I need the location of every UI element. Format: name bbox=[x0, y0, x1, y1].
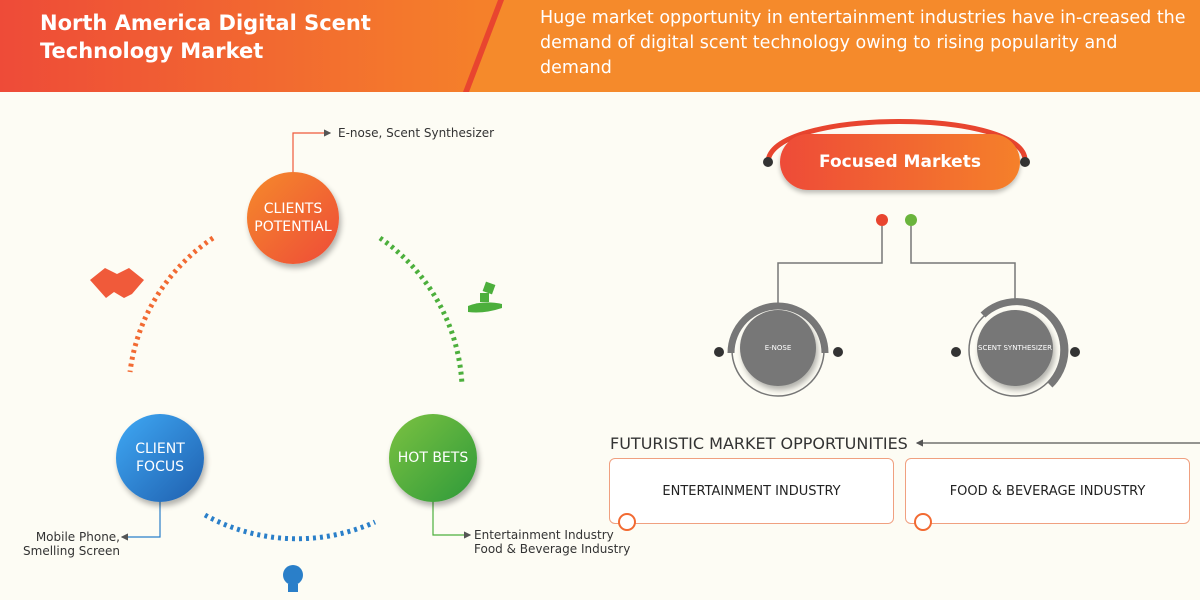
hot-bets-circle: HOT BETS bbox=[389, 414, 477, 502]
blue-dashed-arc bbox=[203, 512, 377, 542]
food-beverage-box: FOOD & BEVERAGE INDUSTRY bbox=[905, 458, 1190, 524]
e-nose-ring bbox=[714, 302, 843, 397]
scent-synthesizer-circle: SCENT SYNTHESIZER bbox=[977, 310, 1053, 386]
lightbulb-icon bbox=[283, 565, 303, 592]
decor-circle bbox=[618, 513, 636, 531]
page-title: North America Digital Scent Technology M… bbox=[40, 11, 371, 63]
e-nose-circle: E-NOSE bbox=[740, 310, 816, 386]
handshake-icon bbox=[90, 268, 144, 298]
clients-potential-note: E-nose, Scent Synthesizer bbox=[338, 126, 495, 140]
clients-potential-circle: CLIENTS POTENTIAL bbox=[247, 172, 339, 264]
scent-ring bbox=[951, 298, 1080, 397]
client-focus-note: Mobile Phone,Smelling Screen bbox=[20, 530, 120, 558]
green-dashed-arc bbox=[378, 235, 465, 386]
orange-dashed-arc bbox=[127, 235, 215, 373]
diagram-graphics bbox=[90, 119, 1200, 592]
header-banner bbox=[0, 0, 1200, 92]
futuristic-title: FUTURISTIC MARKET OPPORTUNITIES bbox=[610, 434, 908, 453]
entertainment-box: ENTERTAINMENT INDUSTRY bbox=[609, 458, 894, 524]
note-line: Entertainment Industry bbox=[474, 528, 614, 542]
focused-markets-badge: Focused Markets bbox=[780, 134, 1020, 190]
decor-circle bbox=[914, 513, 932, 531]
dice-hand-icon bbox=[468, 281, 502, 313]
page-subtitle: Huge market opportunity in entertainment… bbox=[540, 8, 1186, 78]
note-line: Food & Beverage Industry bbox=[474, 542, 631, 556]
note-line: Mobile Phone, bbox=[35, 530, 120, 544]
note-line: Smelling Screen bbox=[23, 544, 120, 558]
client-focus-circle: CLIENT FOCUS bbox=[116, 414, 204, 502]
